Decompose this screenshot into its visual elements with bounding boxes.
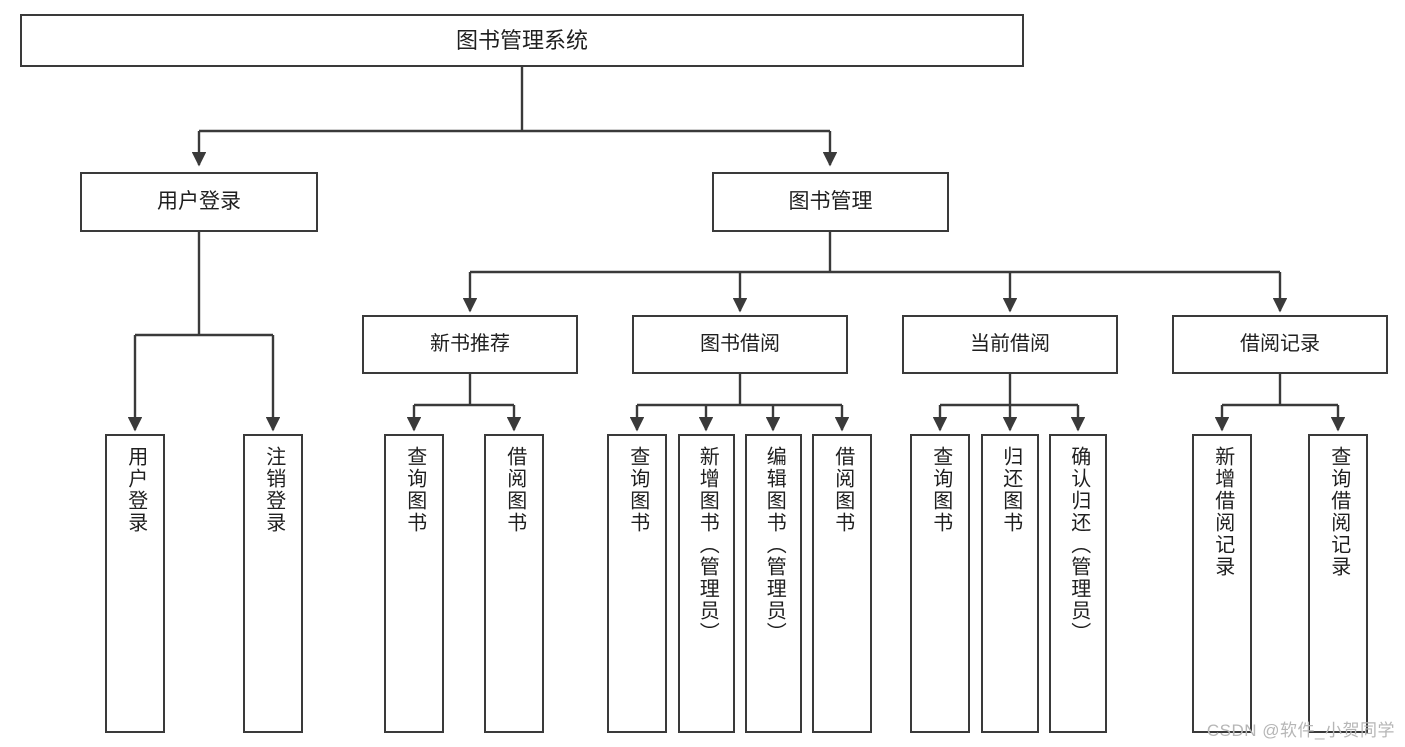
- node-label: 查询图书: [403, 446, 426, 534]
- node-label: 借阅图书: [831, 446, 854, 534]
- node-leaf-add-borrow-record[interactable]: 新增借阅记录: [1192, 434, 1252, 733]
- node-label: 新书推荐: [430, 332, 510, 355]
- node-label: 确认归还（管理员）: [1067, 446, 1090, 644]
- node-leaf-user-login[interactable]: 用户登录: [105, 434, 165, 733]
- node-label: 借阅记录: [1240, 332, 1320, 355]
- node-label: 图书借阅: [700, 332, 780, 355]
- node-label: 新增图书（管理员）: [696, 446, 719, 644]
- watermark: CSDN @软件_小贺同学: [1206, 721, 1395, 740]
- node-leaf-logout[interactable]: 注销登录: [243, 434, 303, 733]
- node-leaf-query-book-current[interactable]: 查询图书: [910, 434, 970, 733]
- node-leaf-query-book-borrow[interactable]: 查询图书: [607, 434, 667, 733]
- node-leaf-borrow-book[interactable]: 借阅图书: [812, 434, 872, 733]
- node-leaf-query-borrow-record[interactable]: 查询借阅记录: [1308, 434, 1368, 733]
- node-label: 注销登录: [262, 446, 285, 534]
- node-label: 新增借阅记录: [1211, 446, 1234, 578]
- node-label: 当前借阅: [970, 332, 1050, 355]
- node-root-system[interactable]: 图书管理系统: [20, 14, 1024, 67]
- node-leaf-add-book-admin[interactable]: 新增图书（管理员）: [678, 434, 735, 733]
- node-new-book-recommend[interactable]: 新书推荐: [362, 315, 578, 374]
- node-label: 查询图书: [626, 446, 649, 534]
- node-label: 图书管理: [788, 189, 873, 213]
- node-user-login[interactable]: 用户登录: [80, 172, 318, 232]
- node-leaf-edit-book-admin[interactable]: 编辑图书（管理员）: [745, 434, 802, 733]
- node-book-borrow[interactable]: 图书借阅: [632, 315, 848, 374]
- node-borrow-record[interactable]: 借阅记录: [1172, 315, 1388, 374]
- node-label: 用户登录: [124, 446, 147, 534]
- node-leaf-confirm-return-admin[interactable]: 确认归还（管理员）: [1049, 434, 1107, 733]
- node-label: 图书管理系统: [455, 27, 588, 53]
- node-label: 用户登录: [157, 189, 241, 213]
- node-label: 查询图书: [929, 446, 952, 534]
- node-leaf-return-book[interactable]: 归还图书: [981, 434, 1039, 733]
- node-leaf-borrow-book-recommend[interactable]: 借阅图书: [484, 434, 544, 733]
- node-label: 归还图书: [999, 446, 1022, 534]
- node-label: 编辑图书（管理员）: [763, 446, 786, 644]
- node-current-borrow[interactable]: 当前借阅: [902, 315, 1118, 374]
- node-book-management[interactable]: 图书管理: [712, 172, 949, 232]
- node-leaf-query-book-recommend[interactable]: 查询图书: [384, 434, 444, 733]
- node-label: 查询借阅记录: [1327, 446, 1350, 578]
- node-label: 借阅图书: [503, 446, 526, 534]
